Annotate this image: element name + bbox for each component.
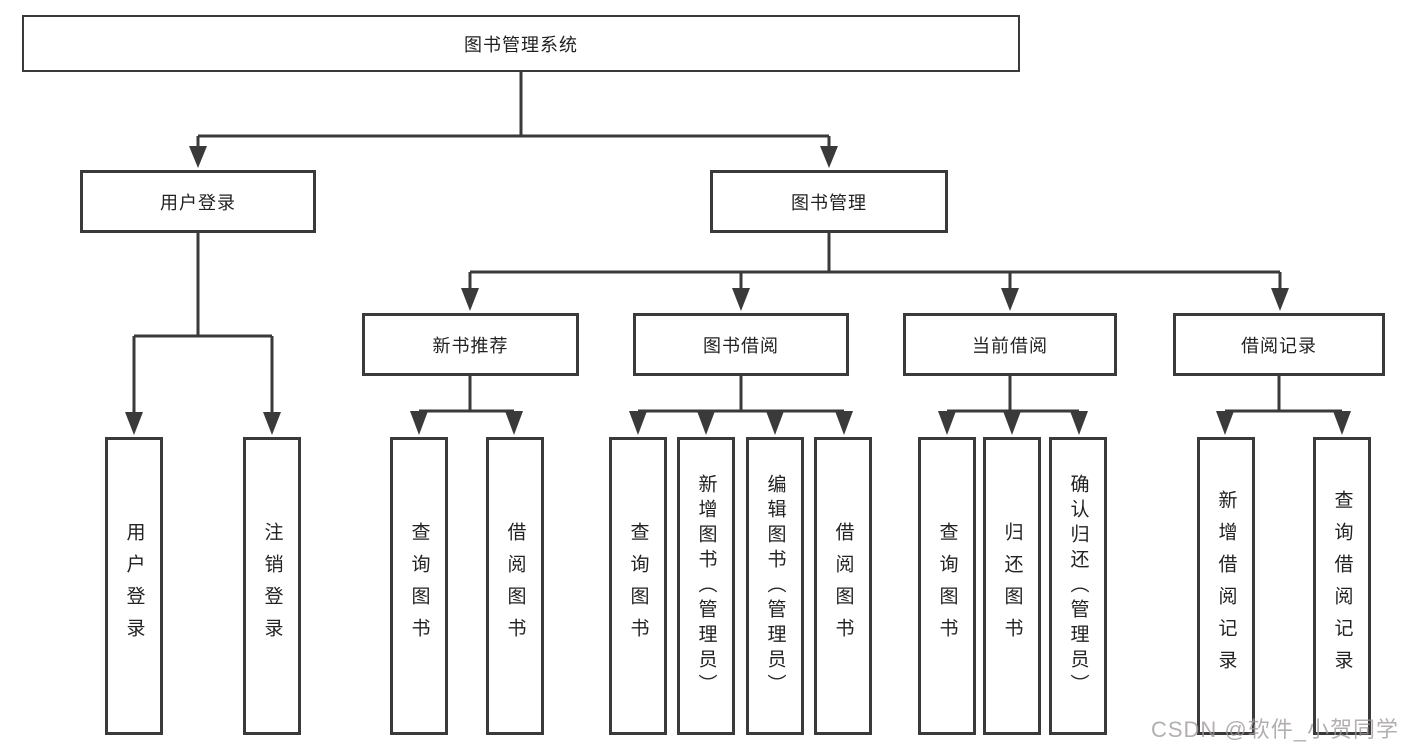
node-leaf-edit-books-admin: 编辑图书（管理员） — [746, 437, 804, 735]
node-new-books: 新书推荐 — [362, 313, 579, 376]
connector-root — [189, 72, 838, 168]
node-label: 用户登录 — [160, 192, 236, 213]
node-leaf-confirm-return-admin: 确认归还（管理员） — [1049, 437, 1107, 735]
node-system-root: 图书管理系统 — [22, 15, 1020, 72]
node-label: 借阅图书 — [832, 522, 854, 650]
node-label: 新增图书（管理员） — [695, 473, 717, 699]
node-leaf-query-books-current: 查询图书 — [918, 437, 976, 735]
node-label: 用户登录 — [123, 522, 145, 650]
node-book-management: 图书管理 — [710, 170, 948, 233]
node-label: 借阅记录 — [1241, 335, 1317, 356]
node-label: 图书管理 — [791, 192, 867, 213]
connector-book-borrowing — [629, 376, 853, 435]
node-label: 查询借阅记录 — [1331, 490, 1353, 682]
node-leaf-query-books-borrowing: 查询图书 — [609, 437, 667, 735]
node-borrowing-records: 借阅记录 — [1173, 313, 1385, 376]
watermark: CSDN @软件_小贺同学 — [1150, 717, 1399, 742]
node-user-login: 用户登录 — [80, 170, 316, 233]
node-leaf-logout: 注销登录 — [243, 437, 301, 735]
connector-book-management — [461, 233, 1289, 311]
node-label: 查询图书 — [408, 522, 430, 650]
node-label: 借阅图书 — [504, 522, 526, 650]
node-label: 归还图书 — [1001, 522, 1023, 650]
node-label: 编辑图书（管理员） — [764, 473, 786, 699]
connector-new-books — [410, 376, 523, 435]
node-leaf-borrow-books-borrowing: 借阅图书 — [814, 437, 872, 735]
connector-current-borrowing — [938, 376, 1088, 435]
node-leaf-user-login: 用户登录 — [105, 437, 163, 735]
node-label: 新增借阅记录 — [1215, 490, 1237, 682]
node-leaf-query-books-newbooks: 查询图书 — [390, 437, 448, 735]
node-leaf-add-books-admin: 新增图书（管理员） — [677, 437, 735, 735]
node-label: 当前借阅 — [972, 335, 1048, 356]
node-current-borrowing: 当前借阅 — [903, 313, 1117, 376]
connector-user-login — [125, 233, 281, 435]
node-book-borrowing: 图书借阅 — [633, 313, 849, 376]
node-leaf-query-borrow-record: 查询借阅记录 — [1313, 437, 1371, 735]
node-leaf-borrow-books-newbooks: 借阅图书 — [486, 437, 544, 735]
node-leaf-add-borrow-record: 新增借阅记录 — [1197, 437, 1255, 735]
node-label: 图书借阅 — [703, 335, 779, 356]
connector-borrowing-records — [1216, 376, 1351, 435]
node-label: 查询图书 — [627, 522, 649, 650]
node-label: 注销登录 — [261, 522, 283, 650]
node-label: 新书推荐 — [432, 335, 509, 356]
node-label: 查询图书 — [936, 522, 958, 650]
node-leaf-return-books: 归还图书 — [983, 437, 1041, 735]
node-label: 确认归还（管理员） — [1067, 473, 1089, 699]
node-label: 图书管理系统 — [464, 34, 578, 55]
